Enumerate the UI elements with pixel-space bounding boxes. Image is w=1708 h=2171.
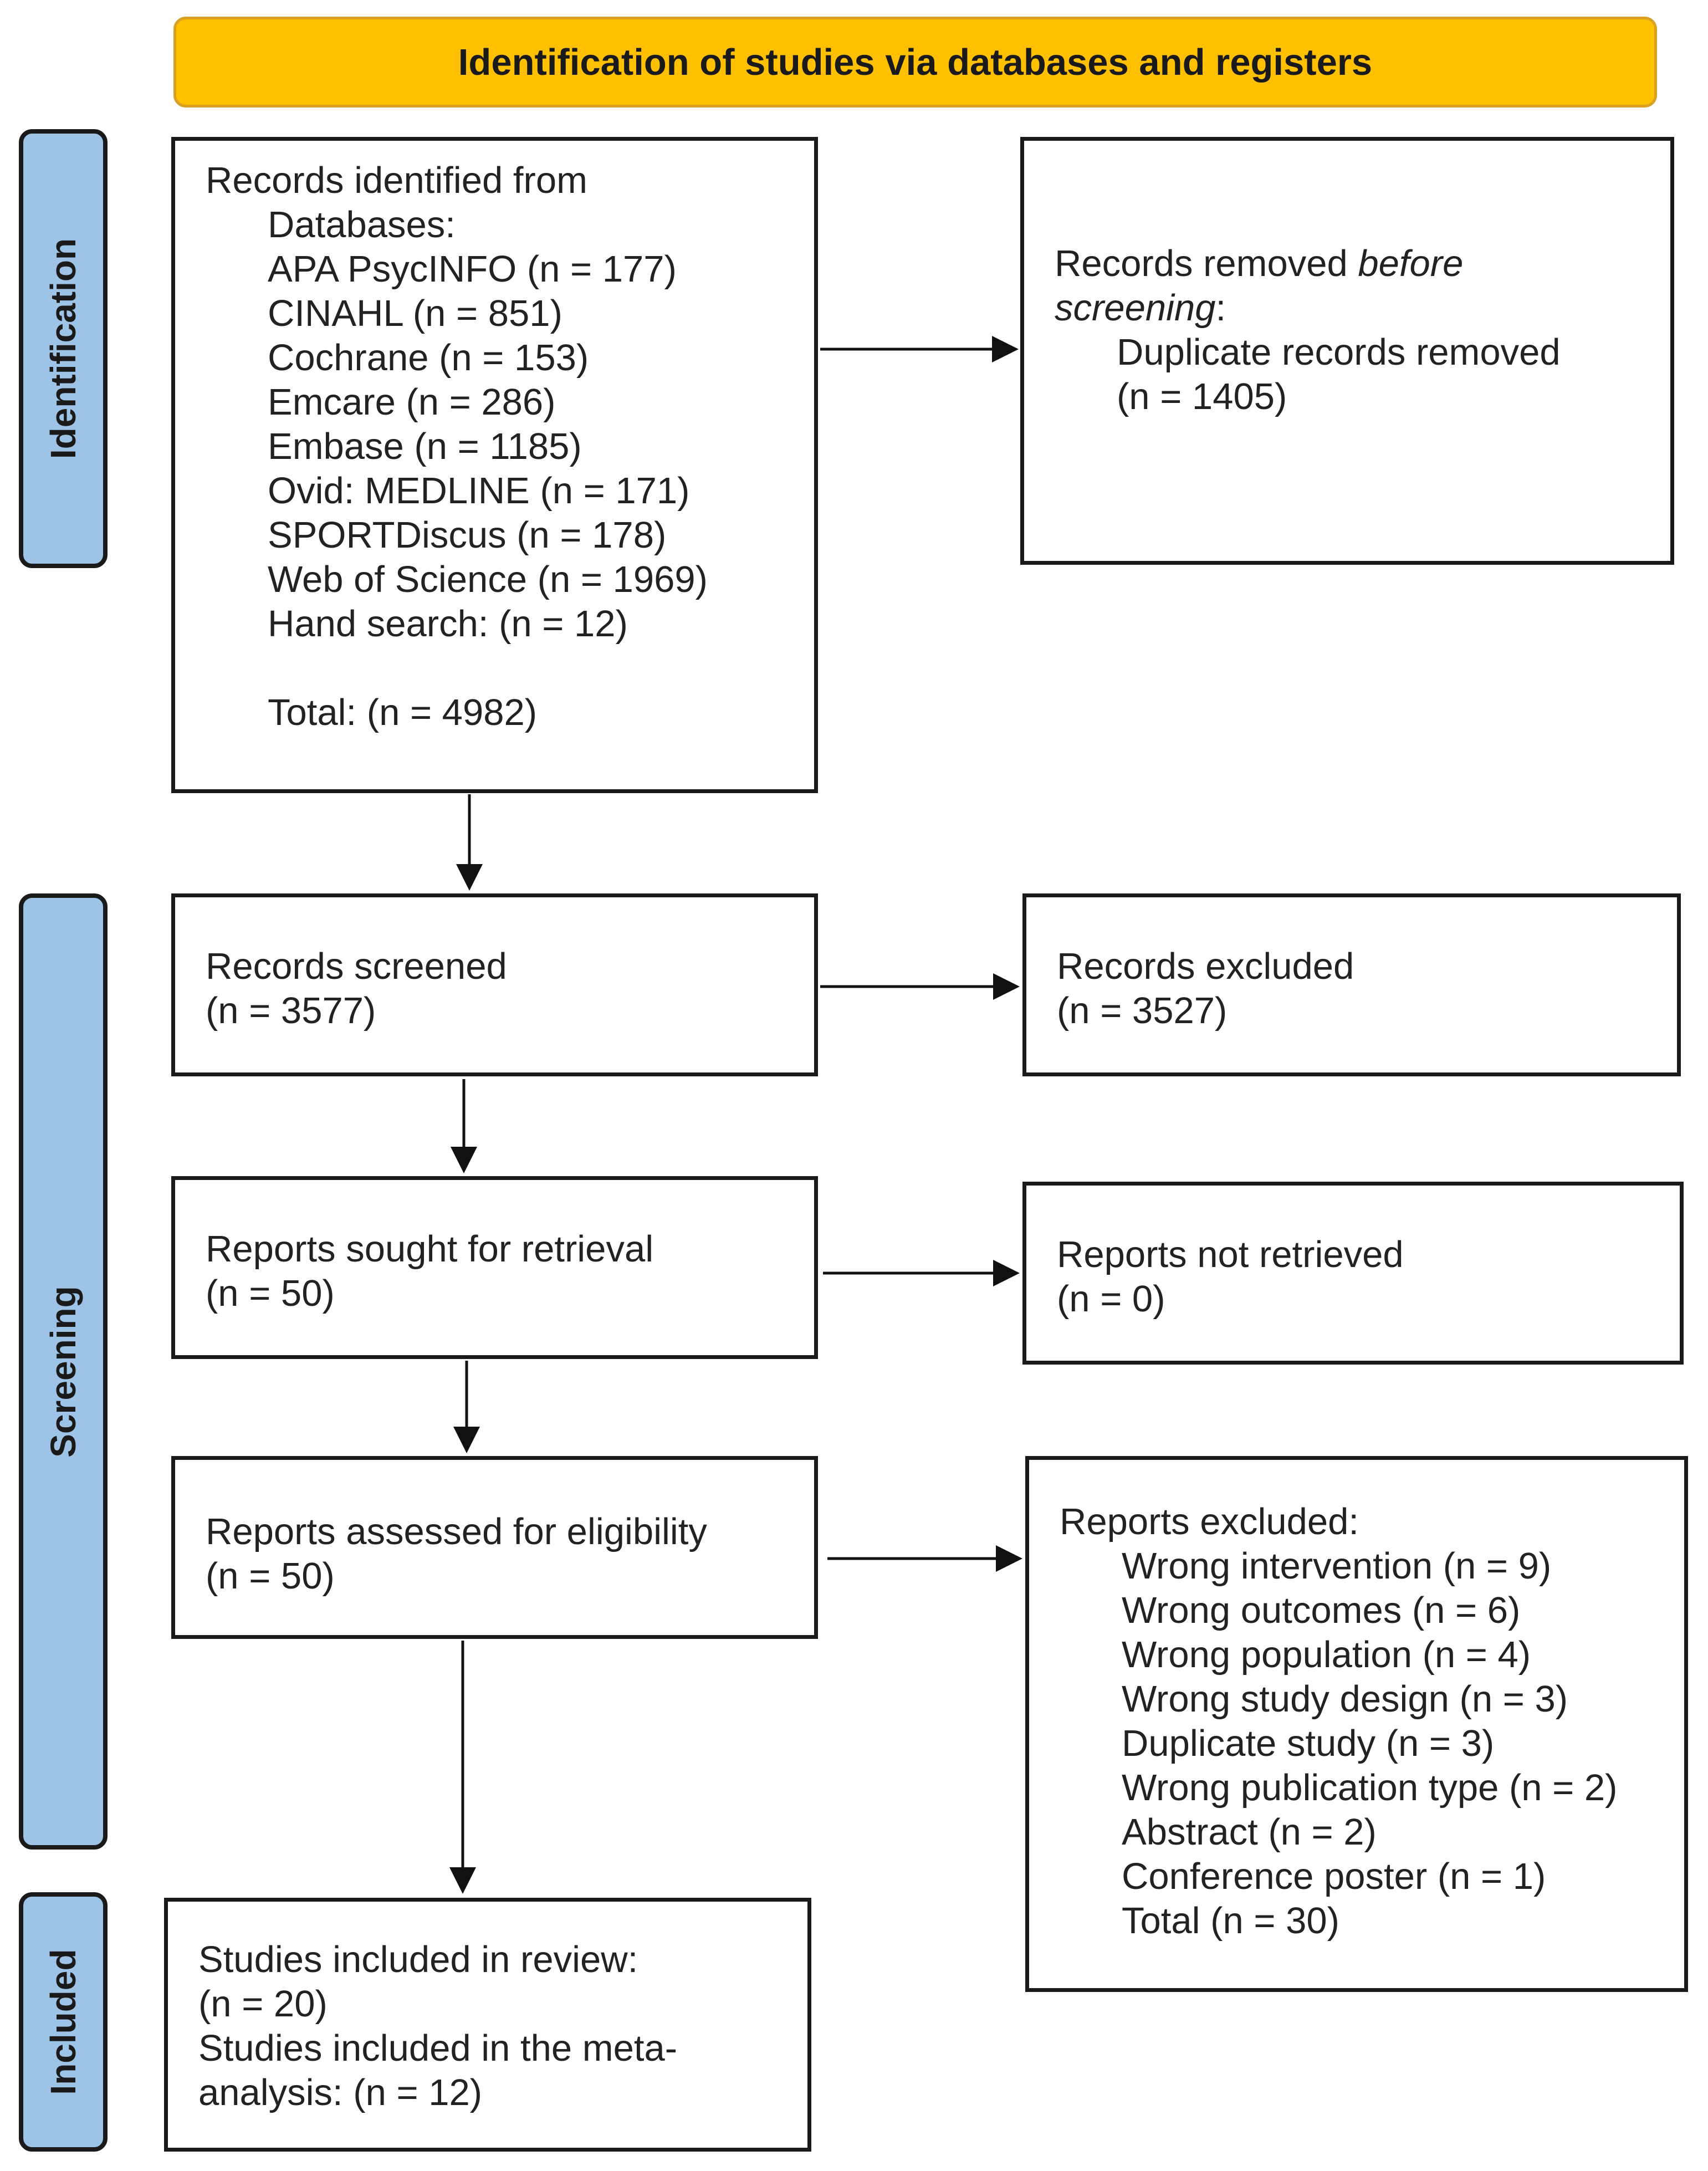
arrowhead — [453, 1427, 480, 1453]
records-removed-box: Records removed before screening: Duplic… — [1020, 137, 1674, 565]
exclusion-reason: Wrong intervention (n = 9) — [1122, 1545, 1552, 1587]
reports-excluded-box: Reports excluded: Wrong intervention (n … — [1025, 1456, 1688, 1992]
duplicates-removed-label: Duplicate records removed — [1117, 331, 1561, 373]
reports-assessed-count: (n = 50) — [206, 1555, 335, 1597]
databases-subheading: Databases: — [268, 204, 456, 246]
phase-identification: Identification — [19, 129, 108, 568]
source-item: Hand search: (n = 12) — [268, 603, 628, 645]
arrowhead — [993, 1260, 1020, 1286]
reports-not-retrieved-label: Reports not retrieved — [1057, 1234, 1404, 1275]
identification-banner: Identification of studies via databases … — [173, 17, 1657, 108]
records-excluded-box: Records excluded (n = 3527) — [1022, 893, 1681, 1076]
reports-sought-box: Reports sought for retrieval (n = 50) — [171, 1176, 818, 1359]
source-item: SPORTDiscus (n = 178) — [268, 514, 667, 556]
source-item: APA PsycINFO (n = 177) — [268, 248, 677, 290]
phase-included: Included — [19, 1892, 108, 2152]
reports-assessed-box: Reports assessed for eligibility (n = 50… — [171, 1456, 818, 1639]
records-identified-total: Total: (n = 4982) — [268, 692, 538, 733]
arrowhead — [456, 864, 483, 891]
banner-title: Identification of studies via databases … — [458, 41, 1373, 83]
studies-included-meta: Studies included in the meta- — [198, 2027, 678, 2069]
records-screened-count: (n = 3577) — [206, 990, 376, 1031]
records-excluded-count: (n = 3527) — [1057, 990, 1228, 1031]
exclusion-reason: Wrong study design (n = 3) — [1122, 1678, 1568, 1720]
studies-included-box: Studies included in review: (n = 20) Stu… — [164, 1898, 811, 2152]
reports-excluded-heading: Reports excluded: — [1060, 1501, 1359, 1542]
records-removed-heading-2: screening: — [1055, 287, 1226, 329]
exclusion-reason: Wrong publication type (n = 2) — [1122, 1767, 1618, 1809]
studies-included-meta-count: analysis: (n = 12) — [198, 2072, 483, 2113]
records-excluded-label: Records excluded — [1057, 946, 1354, 987]
arrowhead — [993, 973, 1020, 1000]
exclusion-reason: Conference poster (n = 1) — [1122, 1856, 1546, 1897]
source-item: Embase (n = 1185) — [268, 426, 582, 467]
source-item: Emcare (n = 286) — [268, 381, 556, 423]
records-screened-label: Records screened — [206, 946, 507, 987]
phase-screening: Screening — [19, 893, 108, 1850]
exclusion-reason: Wrong population (n = 4) — [1122, 1634, 1531, 1675]
studies-included-review-count: (n = 20) — [198, 1983, 328, 2025]
reports-not-retrieved-count: (n = 0) — [1057, 1278, 1165, 1320]
exclusion-reason: Wrong outcomes (n = 6) — [1122, 1590, 1521, 1631]
duplicates-removed-count: (n = 1405) — [1117, 376, 1287, 417]
reports-not-retrieved-box: Reports not retrieved (n = 0) — [1022, 1182, 1684, 1365]
studies-included-review: Studies included in review: — [198, 1939, 638, 1980]
exclusion-total: Total (n = 30) — [1122, 1900, 1339, 1942]
exclusion-reason: Abstract (n = 2) — [1122, 1811, 1377, 1853]
source-item: Web of Science (n = 1969) — [268, 559, 708, 600]
records-removed-heading: Records removed before — [1055, 243, 1464, 284]
arrowhead — [451, 1147, 477, 1173]
source-item: CINAHL (n = 851) — [268, 293, 562, 334]
arrowhead — [996, 1545, 1022, 1572]
source-item: Ovid: MEDLINE (n = 171) — [268, 470, 690, 512]
reports-assessed-label: Reports assessed for eligibility — [206, 1511, 707, 1552]
records-screened-box: Records screened (n = 3577) — [171, 893, 818, 1076]
exclusion-reason: Duplicate study (n = 3) — [1122, 1723, 1495, 1764]
reports-sought-count: (n = 50) — [206, 1273, 335, 1314]
arrowhead — [992, 336, 1019, 362]
records-identified-box: Records identified from Databases: APA P… — [171, 137, 818, 793]
arrowhead — [449, 1867, 476, 1894]
records-identified-heading: Records identified from — [206, 160, 587, 201]
reports-sought-label: Reports sought for retrieval — [206, 1228, 654, 1270]
source-item: Cochrane (n = 153) — [268, 337, 589, 379]
